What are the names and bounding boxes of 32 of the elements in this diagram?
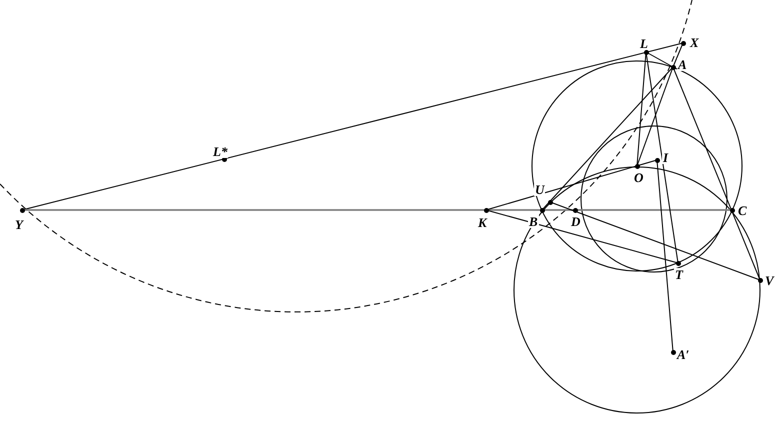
point [676,260,680,266]
point [730,208,734,212]
point-label: T [674,268,684,281]
point-label: K [477,216,488,229]
point [20,208,24,212]
point [670,64,676,70]
line-segment [22,209,732,211]
point-label: V [764,274,775,287]
point [634,164,640,168]
point-label: A′ [676,348,690,361]
point [654,158,660,162]
point [758,278,762,282]
point-label: D [570,215,582,228]
point-label: X [689,36,700,49]
point [548,200,552,204]
point-label: I [662,151,670,164]
point-label: L [639,37,649,50]
point-label: O [633,171,644,184]
point [484,208,488,212]
line-segment [636,66,674,166]
point [572,208,578,212]
point-label: C [737,204,748,217]
line-segment [542,66,674,210]
point [540,208,544,212]
point [670,350,676,354]
point-label: L* [212,145,228,158]
point-label: B [528,215,539,228]
point-label: Y [14,218,24,231]
point [680,40,686,46]
point-label: A [677,58,688,71]
point-label: U [534,183,546,196]
line-segment [672,42,684,68]
